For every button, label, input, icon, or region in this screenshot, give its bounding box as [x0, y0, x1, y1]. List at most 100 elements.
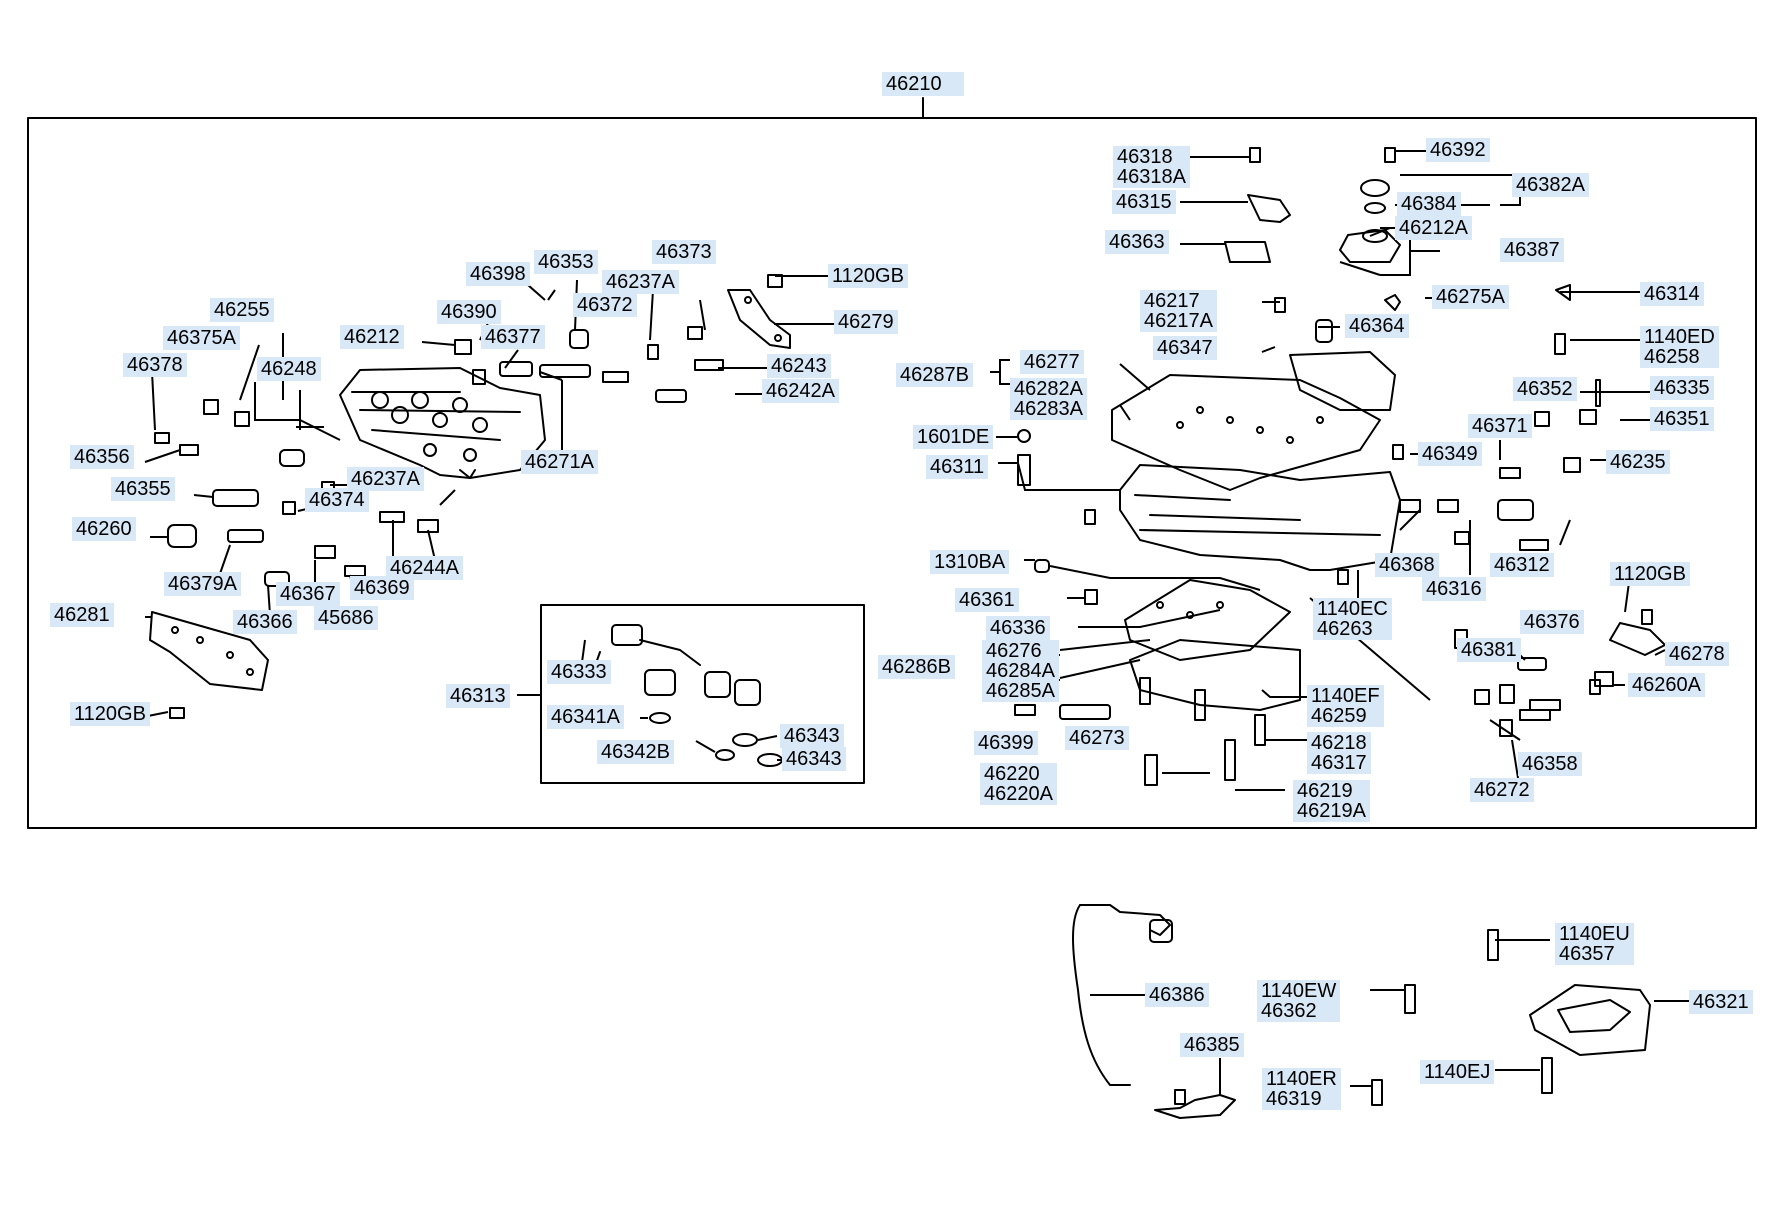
- label-1140ED-line1: 1140ED: [1644, 326, 1715, 348]
- label-46336: 46336: [986, 616, 1050, 640]
- label-46387: 46387: [1500, 238, 1564, 262]
- label-46356: 46356: [70, 445, 134, 469]
- label-46217: 46217 46217A: [1140, 290, 1217, 332]
- label-1120GB-right: 1120GB: [1610, 562, 1690, 586]
- label-46275A: 46275A: [1432, 285, 1509, 309]
- label-46381: 46381: [1457, 638, 1521, 662]
- label-46343-b: 46343: [782, 747, 846, 771]
- label-1140EU: 1140EU 46357: [1555, 923, 1634, 965]
- label-46271A: 46271A: [521, 450, 598, 474]
- label-46282A-line2: 46283A: [1014, 398, 1083, 420]
- label-46286B: 46286B: [878, 655, 955, 679]
- label-46278: 46278: [1665, 642, 1729, 666]
- label-46272: 46272: [1470, 778, 1534, 802]
- label-46371: 46371: [1468, 414, 1532, 438]
- label-46312: 46312: [1490, 553, 1554, 577]
- bracket-46279-drawing: [727, 289, 791, 349]
- label-46287B: 46287B: [896, 363, 973, 387]
- label-46385: 46385: [1180, 1033, 1244, 1057]
- label-46218-line1: 46218: [1311, 732, 1367, 754]
- label-46276: 46276 46284A 46285A: [982, 640, 1059, 702]
- label-1140EU-line1: 1140EU: [1559, 923, 1630, 945]
- label-46237A-mid: 46237A: [347, 467, 424, 491]
- label-46343-a: 46343: [780, 724, 844, 748]
- label-46399: 46399: [974, 731, 1038, 755]
- label-46212: 46212: [340, 325, 404, 349]
- label-46355: 46355: [111, 477, 175, 501]
- label-46217-line2: 46217A: [1144, 310, 1213, 332]
- label-1140EC: 1140EC 46263: [1313, 598, 1392, 640]
- label-46220: 46220 46220A: [980, 763, 1057, 805]
- label-46255: 46255: [210, 298, 274, 322]
- label-1120GB-top: 1120GB: [828, 264, 908, 288]
- label-46378: 46378: [123, 353, 187, 377]
- label-46219-line2: 46219A: [1297, 800, 1366, 822]
- label-46218: 46218 46317: [1307, 732, 1371, 774]
- label-46277: 46277: [1020, 350, 1084, 374]
- label-46217-line1: 46217: [1144, 290, 1200, 312]
- label-46212A: 46212A: [1395, 216, 1472, 240]
- label-1140EJ: 1140EJ: [1420, 1060, 1495, 1084]
- label-46210: 46210: [882, 72, 964, 96]
- label-1140EF-line1: 1140EF: [1311, 685, 1380, 707]
- label-46248: 46248: [257, 357, 321, 381]
- label-46218-line2: 46317: [1311, 752, 1367, 774]
- label-1140EC-line1: 1140EC: [1317, 598, 1388, 620]
- label-46390: 46390: [437, 300, 501, 324]
- label-46349: 46349: [1418, 442, 1482, 466]
- label-1140EC-line2: 46263: [1317, 618, 1373, 640]
- label-46281: 46281: [50, 603, 114, 627]
- label-46333: 46333: [547, 660, 611, 684]
- label-46358: 46358: [1518, 752, 1582, 776]
- label-46366: 46366: [233, 610, 297, 634]
- label-46351: 46351: [1650, 407, 1714, 431]
- label-46242A: 46242A: [762, 379, 839, 403]
- label-1310BA: 1310BA: [930, 550, 1010, 574]
- label-46276-line1: 46276: [986, 640, 1042, 662]
- label-46282A-line1: 46282A: [1014, 378, 1083, 400]
- label-46276-line3: 46285A: [986, 680, 1055, 702]
- label-46398: 46398: [466, 262, 530, 286]
- label-46367: 46367: [276, 582, 340, 606]
- label-46318: 46318 46318A: [1113, 146, 1190, 188]
- label-46373: 46373: [652, 240, 716, 264]
- label-46341A: 46341A: [547, 705, 624, 729]
- label-1140EF: 1140EF 46259: [1307, 685, 1384, 727]
- label-46368: 46368: [1375, 553, 1439, 577]
- label-1140ED: 1140ED 46258: [1640, 326, 1719, 368]
- label-46379A: 46379A: [164, 572, 241, 596]
- label-46386: 46386: [1145, 983, 1209, 1007]
- label-1140EW-line2: 46362: [1261, 1000, 1317, 1022]
- label-46314: 46314: [1640, 282, 1704, 306]
- label-46342B: 46342B: [597, 740, 674, 764]
- label-46243: 46243: [767, 354, 831, 378]
- label-46321: 46321: [1689, 990, 1753, 1014]
- label-1140EU-line2: 46357: [1559, 943, 1615, 965]
- pan-46321-drawing: [1529, 984, 1651, 1056]
- label-1140EF-line2: 46259: [1311, 705, 1367, 727]
- label-46237A-top: 46237A: [602, 270, 679, 294]
- label-46384: 46384: [1397, 192, 1461, 216]
- label-46369: 46369: [350, 576, 414, 600]
- label-46374: 46374: [305, 488, 369, 512]
- label-45686: 45686: [314, 606, 378, 630]
- label-46364: 46364: [1345, 314, 1409, 338]
- label-46273: 46273: [1065, 726, 1129, 750]
- label-46316: 46316: [1422, 577, 1486, 601]
- label-46352: 46352: [1513, 377, 1577, 401]
- label-1140ER-line1: 1140ER: [1266, 1068, 1337, 1090]
- label-1601DE: 1601DE: [913, 425, 994, 449]
- label-46260: 46260: [72, 517, 136, 541]
- label-1120GB-left: 1120GB: [70, 702, 150, 726]
- upper-valve-body-drawing: [339, 367, 546, 479]
- lower-valve-body-drawing: [1111, 351, 1401, 711]
- label-46392: 46392: [1426, 138, 1490, 162]
- label-1140EW-line1: 1140EW: [1261, 980, 1337, 1002]
- label-46220-line2: 46220A: [984, 783, 1053, 805]
- label-46335: 46335: [1650, 376, 1714, 400]
- label-1140EW: 1140EW 46362: [1257, 980, 1341, 1022]
- label-46235: 46235: [1606, 450, 1670, 474]
- label-46318-line1: 46318: [1117, 146, 1173, 168]
- sensor-46386-drawing: [1072, 904, 1131, 1086]
